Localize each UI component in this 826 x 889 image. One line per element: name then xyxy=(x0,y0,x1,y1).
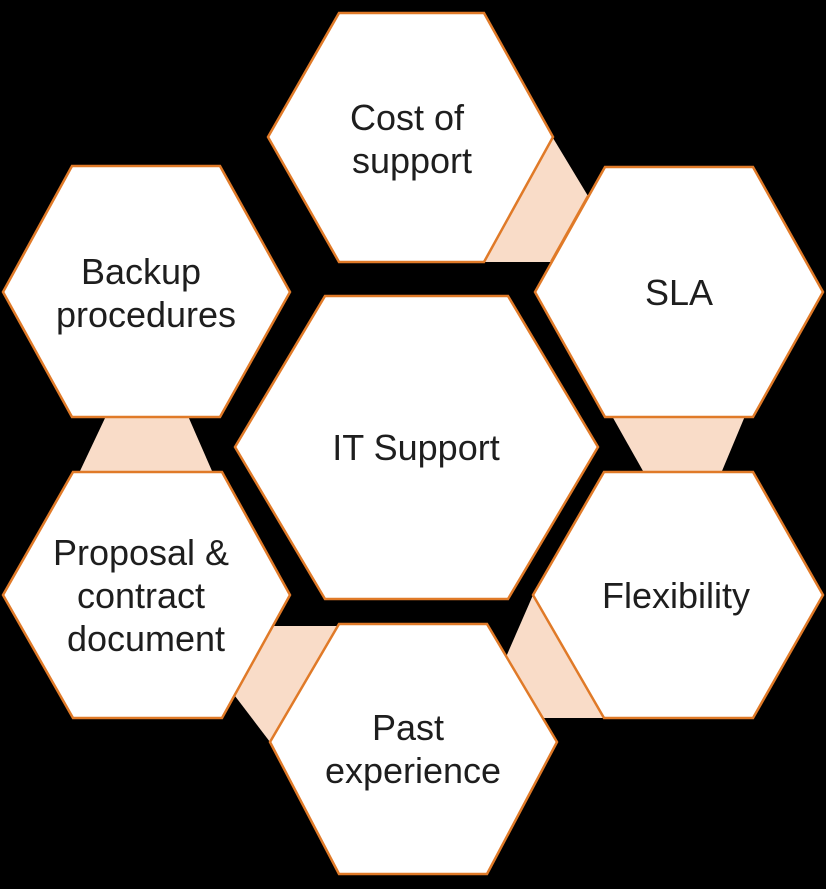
label-it-support: IT Support xyxy=(332,427,499,468)
label-flexibility: Flexibility xyxy=(602,575,750,616)
hexagon-it-support xyxy=(233,294,600,601)
connector-past-proposal xyxy=(235,626,338,742)
hexagon-past-experience xyxy=(268,622,559,876)
label-past-experience: Past experience xyxy=(325,707,501,791)
hexagon-cost-of-support xyxy=(266,11,555,264)
label-sla: SLA xyxy=(645,272,713,313)
hexagon-sla xyxy=(533,165,825,419)
label-proposal-contract-document: Proposal & contract document xyxy=(53,532,239,659)
connector-cost-sla xyxy=(484,138,588,262)
label-cost-of-support: Cost of support xyxy=(350,97,474,181)
hexagon-flexibility xyxy=(531,470,825,720)
label-backup-procedures: Backup procedures xyxy=(56,251,236,335)
hexagon-backup-procedures xyxy=(1,164,292,419)
connector-flexibility-past xyxy=(506,595,604,718)
connector-backup-proposal xyxy=(80,416,212,471)
hexagon-proposal-contract-document xyxy=(1,470,292,720)
connector-sla-flexibility xyxy=(612,416,745,471)
